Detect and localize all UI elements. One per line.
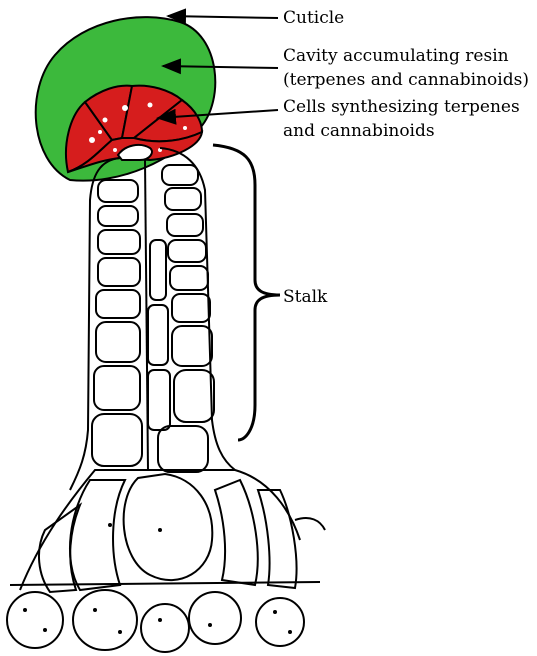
label-stalk: Stalk xyxy=(283,285,327,309)
label-cavity: Cavity accumulating resin (terpenes and … xyxy=(283,44,529,92)
stalk xyxy=(70,148,235,490)
label-cells-line-1: Cells synthesizing terpenes xyxy=(283,95,520,119)
label-cuticle: Cuticle xyxy=(283,6,344,30)
label-secretory-cells: Cells synthesizing terpenes and cannabin… xyxy=(283,95,520,143)
stalk-bracket xyxy=(213,145,280,440)
cuticle-leader-arrow xyxy=(168,16,278,18)
label-cells-line-2: and cannabinoids xyxy=(283,119,520,143)
epidermis-base xyxy=(7,470,325,652)
label-cavity-line-1: Cavity accumulating resin xyxy=(283,44,529,68)
label-cavity-line-2: (terpenes and cannabinoids) xyxy=(283,68,529,92)
